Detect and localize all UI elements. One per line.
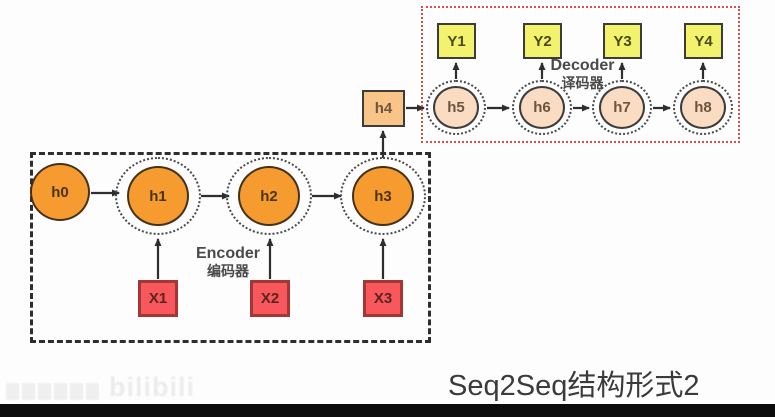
output-node-y3: Y3 <box>603 23 642 59</box>
encoder-hidden-node-h2: h2 <box>238 166 300 226</box>
output-node-y4: Y4 <box>684 23 723 59</box>
bilibili-logo: bilibili <box>109 372 195 402</box>
h2-attention-ring <box>226 157 312 235</box>
h7-attention-ring <box>592 80 652 135</box>
encoder-label-en: Encoder <box>195 245 260 262</box>
watermark-cjk-glyphs <box>6 383 99 400</box>
h3-attention-ring <box>340 157 426 235</box>
output-node-y2: Y2 <box>523 23 562 59</box>
bilibili-watermark: bilibili <box>6 372 195 403</box>
decoder-hidden-node-h6: h6 <box>519 86 565 129</box>
encoder-hidden-node-h0: h0 <box>30 163 90 221</box>
input-node-x2: X2 <box>250 280 290 317</box>
decoder-label-zh: 译码器 <box>561 75 604 92</box>
encoder-region-box <box>30 152 431 343</box>
decoder-region-box <box>421 6 740 143</box>
input-node-x3: X3 <box>363 280 403 317</box>
decoder-label: Decoder 译码器 <box>535 57 630 91</box>
output-node-y1: Y1 <box>437 23 476 59</box>
input-node-x1: X1 <box>138 280 178 317</box>
h8-attention-ring <box>673 80 733 135</box>
decoder-label-en: Decoder <box>550 57 615 74</box>
encoder-label-zh: 编码器 <box>207 263 249 280</box>
bottom-letterbox-bar <box>0 404 775 417</box>
h5-attention-ring <box>426 80 486 135</box>
encoder-hidden-node-h3: h3 <box>352 166 414 226</box>
encoder-hidden-node-h1: h1 <box>127 166 189 226</box>
encoder-label: Encoder 编码器 <box>182 245 274 279</box>
decoder-hidden-node-h5: h5 <box>433 86 479 129</box>
decoder-hidden-node-h7: h7 <box>599 86 645 129</box>
h6-attention-ring <box>512 80 572 135</box>
h1-attention-ring <box>115 157 201 235</box>
context-node-h4: h4 <box>362 90 405 127</box>
decoder-hidden-node-h8: h8 <box>680 86 726 129</box>
slide-caption: Seq2Seq结构形式2 <box>448 370 700 402</box>
